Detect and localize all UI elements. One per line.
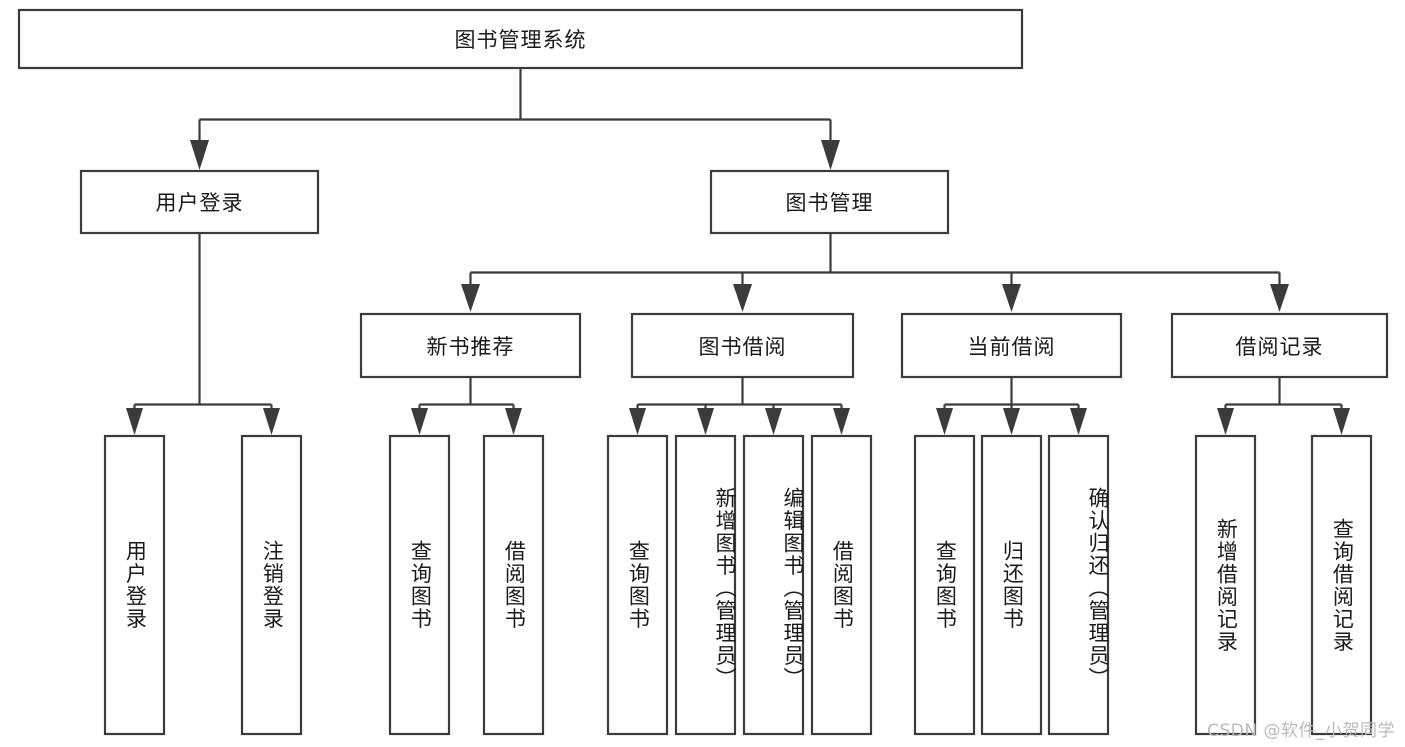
- arrow-head-borrow-record-leaf-1: [1217, 408, 1234, 435]
- arrow-head-book-borrow: [733, 284, 752, 312]
- node-borrow-record[interactable]: [1170, 312, 1389, 379]
- arrow-head-book-borrow-leaf-4: [833, 408, 850, 435]
- leaf-current-borrow-3[interactable]: [1047, 434, 1110, 736]
- arrow-head-new-book-leaf-2: [505, 408, 522, 435]
- leaf-borrow-record-2[interactable]: [1310, 434, 1373, 736]
- leaf-book-borrow-3[interactable]: [742, 434, 805, 736]
- leaf-current-borrow-1[interactable]: [913, 434, 976, 736]
- node-user-login[interactable]: [79, 169, 320, 235]
- leaf-user-login-1[interactable]: [103, 434, 166, 736]
- leaf-book-borrow-1[interactable]: [606, 434, 669, 736]
- node-box-layer: [17, 8, 1389, 736]
- leaf-borrow-record-1[interactable]: [1194, 434, 1257, 736]
- node-root[interactable]: [17, 8, 1024, 70]
- node-book-borrow[interactable]: [630, 312, 855, 379]
- leaf-book-borrow-2[interactable]: [674, 434, 737, 736]
- leaf-new-book-1[interactable]: [388, 434, 451, 736]
- arrow-head-borrow-record: [1270, 284, 1289, 312]
- arrow-head-book-borrow-leaf-1: [629, 408, 646, 435]
- leaf-new-book-2[interactable]: [482, 434, 545, 736]
- arrow-head-current-borrow-leaf-1: [936, 408, 953, 435]
- node-book-management[interactable]: [709, 169, 950, 235]
- arrow-head-new-book-leaf-1: [411, 408, 428, 435]
- leaf-user-login-2[interactable]: [240, 434, 303, 736]
- arrow-head-borrow-record-leaf-2: [1333, 408, 1350, 435]
- node-current-borrow[interactable]: [900, 312, 1123, 379]
- leaf-current-borrow-2[interactable]: [980, 434, 1043, 736]
- arrow-head-book-borrow-leaf-2: [697, 408, 714, 435]
- connector-layer: [126, 68, 1350, 435]
- node-new-book-recommend[interactable]: [359, 312, 582, 379]
- arrow-head-current-borrow-leaf-3: [1070, 408, 1087, 435]
- arrow-head-user-login-leaf-2: [263, 408, 280, 435]
- watermark: CSDN @软件_小贺同学: [1207, 721, 1395, 741]
- arrow-head-book-mgmt: [821, 140, 840, 170]
- arrow-head-user-login: [190, 140, 209, 170]
- arrow-head-current-borrow-leaf-2: [1003, 408, 1020, 435]
- arrow-head-current-borrow: [1002, 284, 1021, 312]
- arrow-head-new-book: [461, 284, 480, 312]
- arrow-head-user-login-leaf-1: [126, 408, 143, 435]
- arrow-head-book-borrow-leaf-3: [765, 408, 782, 435]
- leaf-book-borrow-4[interactable]: [810, 434, 873, 736]
